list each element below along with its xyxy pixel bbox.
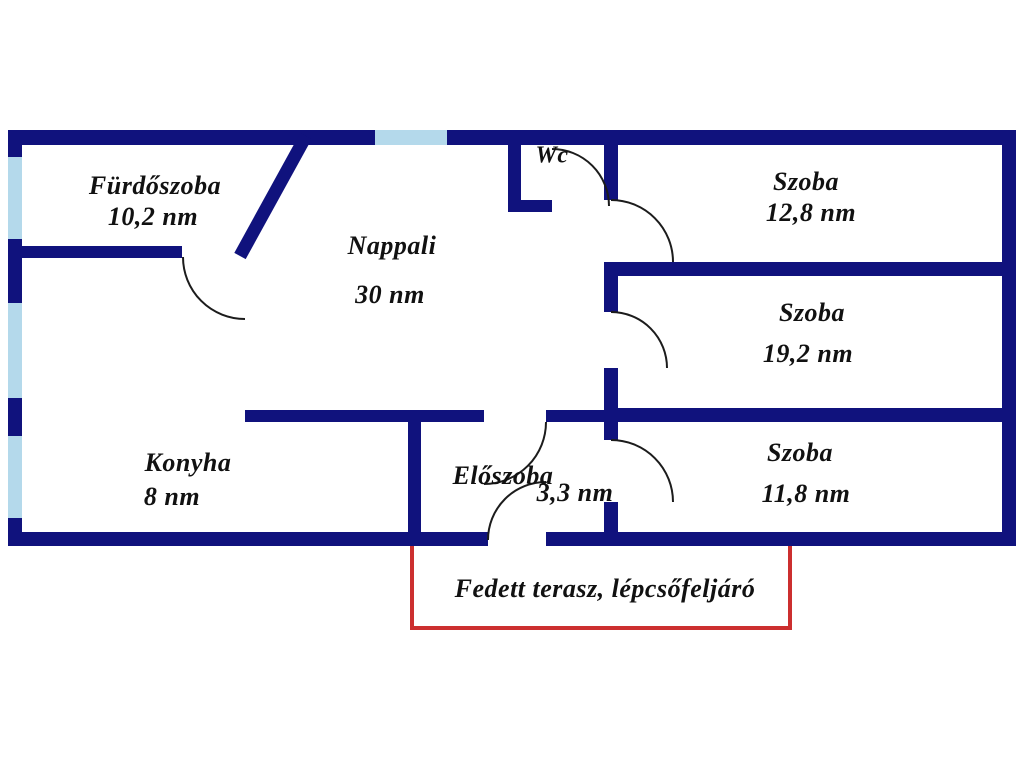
window-left-1 xyxy=(8,157,22,239)
wall-hall-top-right xyxy=(546,410,604,422)
room-area-eloszoba: 3,3 nm xyxy=(536,478,614,507)
wall-vertical-main-seg4 xyxy=(604,502,618,532)
wall-hall-left xyxy=(408,410,421,546)
room-area-szoba1: 12,8 nm xyxy=(765,198,857,227)
room-area-furdoszoba: 10,2 nm xyxy=(107,202,199,231)
room-area-szoba2: 19,2 nm xyxy=(762,339,854,368)
wall-between-szoba1-szoba2 xyxy=(604,262,1016,276)
wall-outer-bottom-right xyxy=(546,532,1016,546)
room-name-konyha: Konyha xyxy=(144,448,232,477)
wall-hall-top-left xyxy=(421,410,484,422)
room-area-szoba3: 11,8 nm xyxy=(761,479,851,508)
door-arc-bathroom xyxy=(182,256,246,320)
wall-outer-top-left xyxy=(8,130,375,145)
terrace-label: Fedett terasz, lépcsőfeljáró xyxy=(454,574,756,603)
wall-kitchen-top xyxy=(245,410,412,422)
wall-outer-bottom-left xyxy=(8,532,488,546)
wall-wc-left xyxy=(508,145,521,212)
wall-outer-left-seg3 xyxy=(8,398,22,436)
wall-bathroom-bottom xyxy=(8,246,182,258)
room-name-wc: Wc xyxy=(535,142,569,169)
window-left-2 xyxy=(8,303,22,398)
room-name-nappali: Nappali xyxy=(347,231,437,260)
window-top xyxy=(375,130,447,145)
wall-outer-left-seg1 xyxy=(8,145,22,157)
room-name-furdoszoba: Fürdőszoba xyxy=(88,171,222,200)
door-arc-szoba1 xyxy=(610,199,674,263)
wall-wc-bottom xyxy=(508,200,552,212)
wall-vertical-main-seg3 xyxy=(604,368,618,440)
terrace-outline-left xyxy=(410,546,414,630)
door-arc-szoba3 xyxy=(610,439,674,503)
room-area-konyha: 8 nm xyxy=(143,482,201,511)
wall-diagonal-bathroom xyxy=(234,132,312,260)
room-name-szoba2: Szoba xyxy=(778,298,846,327)
wall-outer-top-right xyxy=(447,130,1016,145)
room-name-szoba1: Szoba xyxy=(772,167,840,196)
room-name-eloszoba: Előszoba xyxy=(452,461,554,490)
room-area-nappali: 30 nm xyxy=(355,280,425,309)
room-name-szoba3: Szoba xyxy=(766,438,834,467)
door-arc-szoba2 xyxy=(610,311,668,369)
window-left-3 xyxy=(8,436,22,518)
wall-outer-right xyxy=(1002,145,1016,546)
terrace-outline-bottom xyxy=(410,626,792,630)
wall-between-szoba2-szoba3 xyxy=(604,408,1016,422)
wall-vertical-main-seg1 xyxy=(604,145,618,200)
terrace-outline-right xyxy=(788,546,792,630)
